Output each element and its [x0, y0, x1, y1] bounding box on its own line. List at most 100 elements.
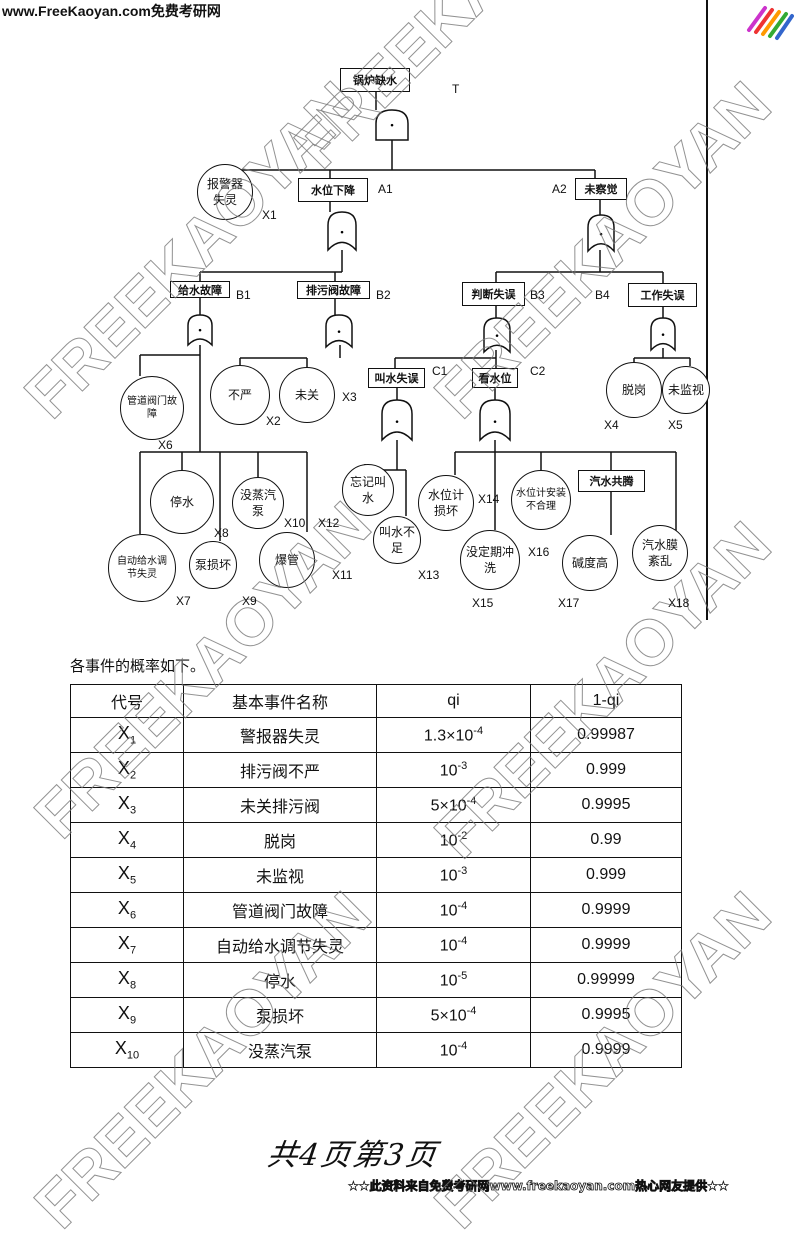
table-header-row: 代号 基本事件名称 qi 1-qi — [70, 684, 682, 718]
cell-q: 1.3×10-4 — [376, 717, 531, 753]
event-code-T: T — [452, 82, 460, 96]
event-box-B1: 给水故障 — [170, 281, 230, 298]
or-gate-icon — [187, 314, 213, 347]
event-box-C1: 叫水失误 — [368, 368, 425, 388]
event-code-B3: B3 — [530, 288, 545, 302]
cell-q: 10-3 — [376, 857, 531, 893]
q-base: 5×10 — [430, 1007, 467, 1025]
event-code-C1: C1 — [432, 364, 448, 378]
cell-one-minus-q: 0.999 — [530, 857, 682, 893]
basic-event-X15: 没定期冲洗 — [460, 530, 520, 590]
cell-event-name: 警报器失灵 — [183, 717, 377, 753]
basic-event-code-X14: X14 — [478, 492, 500, 506]
code-letter: X — [117, 863, 130, 884]
basic-event-X2: 不严 — [210, 365, 270, 425]
header-1-q: 1-qi — [530, 684, 682, 718]
header-code: 代号 — [70, 684, 184, 718]
cell-event-name: 自动给水调节失灵 — [183, 927, 377, 963]
q-exponent: -4 — [466, 794, 477, 807]
code-subscript: 3 — [129, 804, 137, 817]
event-code-C2: C2 — [530, 364, 546, 378]
header-q-text: qi — [447, 692, 460, 709]
cell-event-name: 没蒸汽泵 — [183, 1032, 377, 1068]
or-gate-icon — [327, 211, 357, 252]
code-letter: X — [117, 898, 130, 919]
code-subscript: 8 — [129, 979, 137, 992]
basic-event-code-X2: X2 — [266, 414, 281, 428]
code-subscript: 5 — [129, 874, 137, 887]
event-box-B4: 工作失误 — [628, 283, 697, 307]
basic-event-code-X10: X10 — [284, 516, 306, 530]
code-subscript: 6 — [129, 909, 137, 922]
cell-code: X1 — [70, 717, 184, 753]
basic-event-code-X5: X5 — [668, 418, 683, 432]
q-exponent: -4 — [457, 899, 468, 912]
q-base: 10 — [439, 972, 458, 990]
q-exponent: -3 — [457, 864, 468, 877]
margin-rule — [706, 0, 708, 620]
basic-event-code-X3: X3 — [342, 390, 357, 404]
q-base: 10 — [439, 937, 458, 955]
basic-event-code-X17: X17 — [558, 596, 580, 610]
event-box-A1: 水位下降 — [298, 178, 368, 202]
basic-event-X16: 水位计安装不合理 — [511, 470, 571, 530]
basic-event-X18: 汽水膜紊乱 — [632, 525, 688, 581]
cell-one-minus-q: 0.9995 — [530, 997, 682, 1033]
q-base: 1.3×10 — [423, 727, 474, 745]
intro-text: 各事件的概率如下。 — [70, 657, 206, 675]
q-exponent: -3 — [457, 759, 468, 772]
cell-one-minus-q: 0.9995 — [530, 787, 682, 823]
cell-q: 10-4 — [376, 1032, 531, 1068]
basic-event-X12: 忘记叫水 — [342, 464, 394, 516]
or-gate-icon — [479, 399, 511, 442]
cell-event-name: 未监视 — [183, 857, 377, 893]
cell-one-minus-q: 0.99 — [530, 822, 682, 858]
q-exponent: -4 — [466, 1004, 477, 1017]
basic-event-code-X6: X6 — [158, 438, 173, 452]
cell-q: 10-2 — [376, 822, 531, 858]
basic-event-X3: 未关 — [279, 367, 335, 423]
basic-event-code-X4: X4 — [604, 418, 619, 432]
basic-event-X9: 泵损坏 — [189, 541, 237, 589]
table-row: X10 没蒸汽泵 10-4 0.9999 — [70, 1032, 682, 1068]
q-base: 10 — [439, 832, 458, 850]
gate-symbol: • — [197, 327, 202, 337]
cell-code: X2 — [70, 752, 184, 788]
code-letter: X — [117, 1003, 130, 1024]
gate-symbol: • — [394, 418, 399, 428]
basic-event-X10: 没蒸汽泵 — [232, 477, 284, 529]
cell-code: X4 — [70, 822, 184, 858]
basic-event-code-X15: X15 — [472, 596, 494, 610]
gate-symbol: • — [598, 230, 603, 240]
q-exponent: -4 — [473, 724, 484, 737]
cell-code: X10 — [70, 1032, 184, 1068]
basic-event-X1: 报警器失灵 — [197, 164, 253, 220]
cell-code: X8 — [70, 962, 184, 998]
or-gate-icon — [587, 214, 615, 253]
or-gate-icon — [483, 317, 511, 354]
cell-event-name: 停水 — [183, 962, 377, 998]
basic-event-X11: 爆管 — [259, 532, 315, 588]
fault-tree-connectors: ••••••••• — [139, 92, 691, 541]
gate-symbol: • — [339, 229, 344, 239]
gate-symbol: • — [492, 418, 497, 428]
cell-event-name: 管道阀门故障 — [183, 892, 377, 928]
cell-event-name: 泵损坏 — [183, 997, 377, 1033]
cell-one-minus-q: 0.999 — [530, 752, 682, 788]
cell-q: 10-3 — [376, 752, 531, 788]
code-letter: X — [117, 723, 130, 744]
q-base: 10 — [439, 1042, 458, 1060]
q-exponent: -4 — [457, 1039, 468, 1052]
event-code-B1: B1 — [236, 288, 251, 302]
basic-event-X17: 碱度高 — [562, 535, 618, 591]
cell-code: X7 — [70, 927, 184, 963]
event-box-B2: 排污阀故障 — [297, 281, 370, 299]
event-box-A2: 未察觉 — [575, 178, 627, 200]
header-1-q-text: 1-qi — [592, 692, 620, 709]
q-exponent: -2 — [457, 829, 468, 842]
code-subscript: 4 — [129, 839, 137, 852]
footer-banner: ★★此资料来自免费考研网www.freekaoyan.com热心网友提供★★ — [348, 1179, 730, 1194]
basic-event-code-X8: X8 — [214, 526, 229, 540]
header-name: 基本事件名称 — [183, 684, 377, 718]
basic-event-X8: 停水 — [150, 470, 214, 534]
